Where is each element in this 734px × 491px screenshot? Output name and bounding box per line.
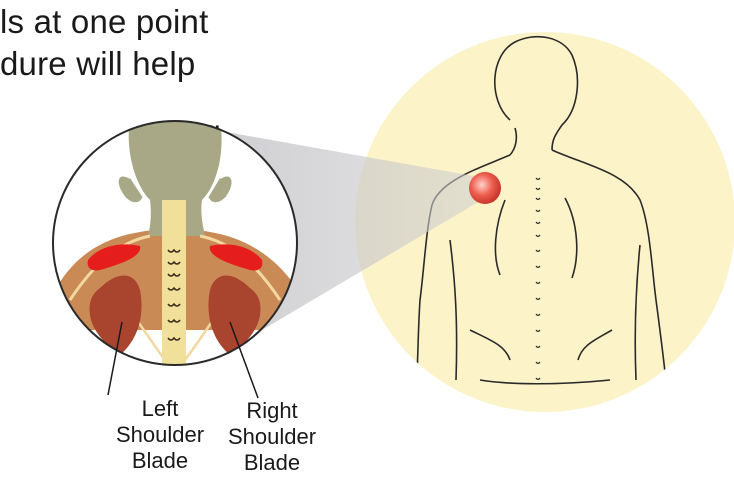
left-shoulder-blade-label: Left Shoulder Blade xyxy=(100,396,220,474)
left-label-line-2: Shoulder xyxy=(100,422,220,448)
left-label-line-1: Left xyxy=(100,396,220,422)
right-label-line-2: Shoulder xyxy=(212,424,332,450)
right-label-line-1: Right xyxy=(212,398,332,424)
pain-point xyxy=(469,172,501,204)
right-shoulder-blade-label: Right Shoulder Blade xyxy=(212,398,332,476)
left-label-line-3: Blade xyxy=(100,448,220,474)
right-label-line-3: Blade xyxy=(212,450,332,476)
